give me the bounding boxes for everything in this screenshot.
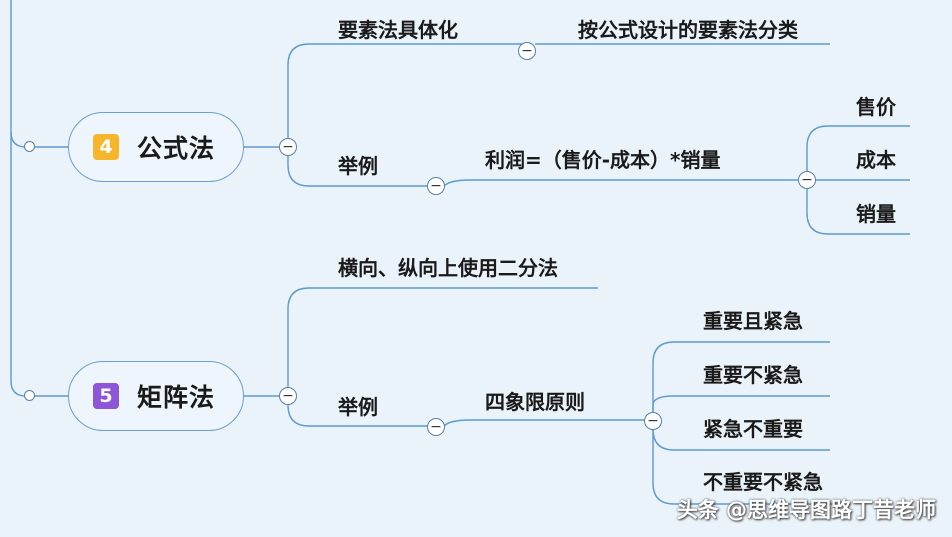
matrix-item-important-urgent: 重要且紧急 — [703, 309, 803, 333]
formula-item-cost: 成本 — [856, 148, 896, 172]
concrete-detail: 按公式设计的要素法分类 — [578, 18, 798, 42]
badge-five: 5 — [93, 383, 119, 409]
example-rule: 四象限原则 — [485, 390, 585, 414]
badge-four: 4 — [93, 134, 119, 160]
collapse-toggle-example-formula[interactable]: − — [427, 177, 445, 195]
matrix-item-important-not-urgent: 重要不紧急 — [703, 363, 803, 387]
matrix-item-urgent-not-important: 紧急不重要 — [703, 417, 803, 441]
collapse-toggle-concrete[interactable]: − — [518, 42, 536, 60]
example-formula: 利润=（售价-成本）*销量 — [485, 148, 721, 172]
collapse-toggle-formula[interactable]: − — [279, 138, 297, 156]
collapse-toggle-matrix-items[interactable]: − — [644, 412, 662, 430]
collapse-toggle-matrix[interactable]: − — [279, 387, 297, 405]
expand-dot-matrix[interactable] — [24, 390, 35, 401]
branch-example-formula: 举例 — [338, 154, 378, 178]
collapse-toggle-example-matrix[interactable]: − — [427, 418, 445, 436]
branch-split: 横向、纵向上使用二分法 — [338, 256, 558, 280]
branch-example-matrix: 举例 — [338, 395, 378, 419]
expand-dot-formula[interactable] — [24, 141, 35, 152]
formula-item-price: 售价 — [856, 95, 896, 119]
node-matrix-method[interactable]: 5 矩阵法 — [68, 361, 244, 431]
node-formula-label: 公式法 — [137, 134, 216, 163]
formula-item-volume: 销量 — [856, 202, 896, 226]
watermark: 头条 @思维导图路丁昔老师 — [676, 498, 936, 522]
node-matrix-label: 矩阵法 — [137, 383, 216, 412]
branch-concrete: 要素法具体化 — [338, 18, 458, 42]
matrix-item-not-important-not-urgent: 不重要不紧急 — [703, 470, 823, 494]
node-formula-method[interactable]: 4 公式法 — [68, 112, 244, 182]
collapse-toggle-formula-items[interactable]: − — [798, 171, 816, 189]
